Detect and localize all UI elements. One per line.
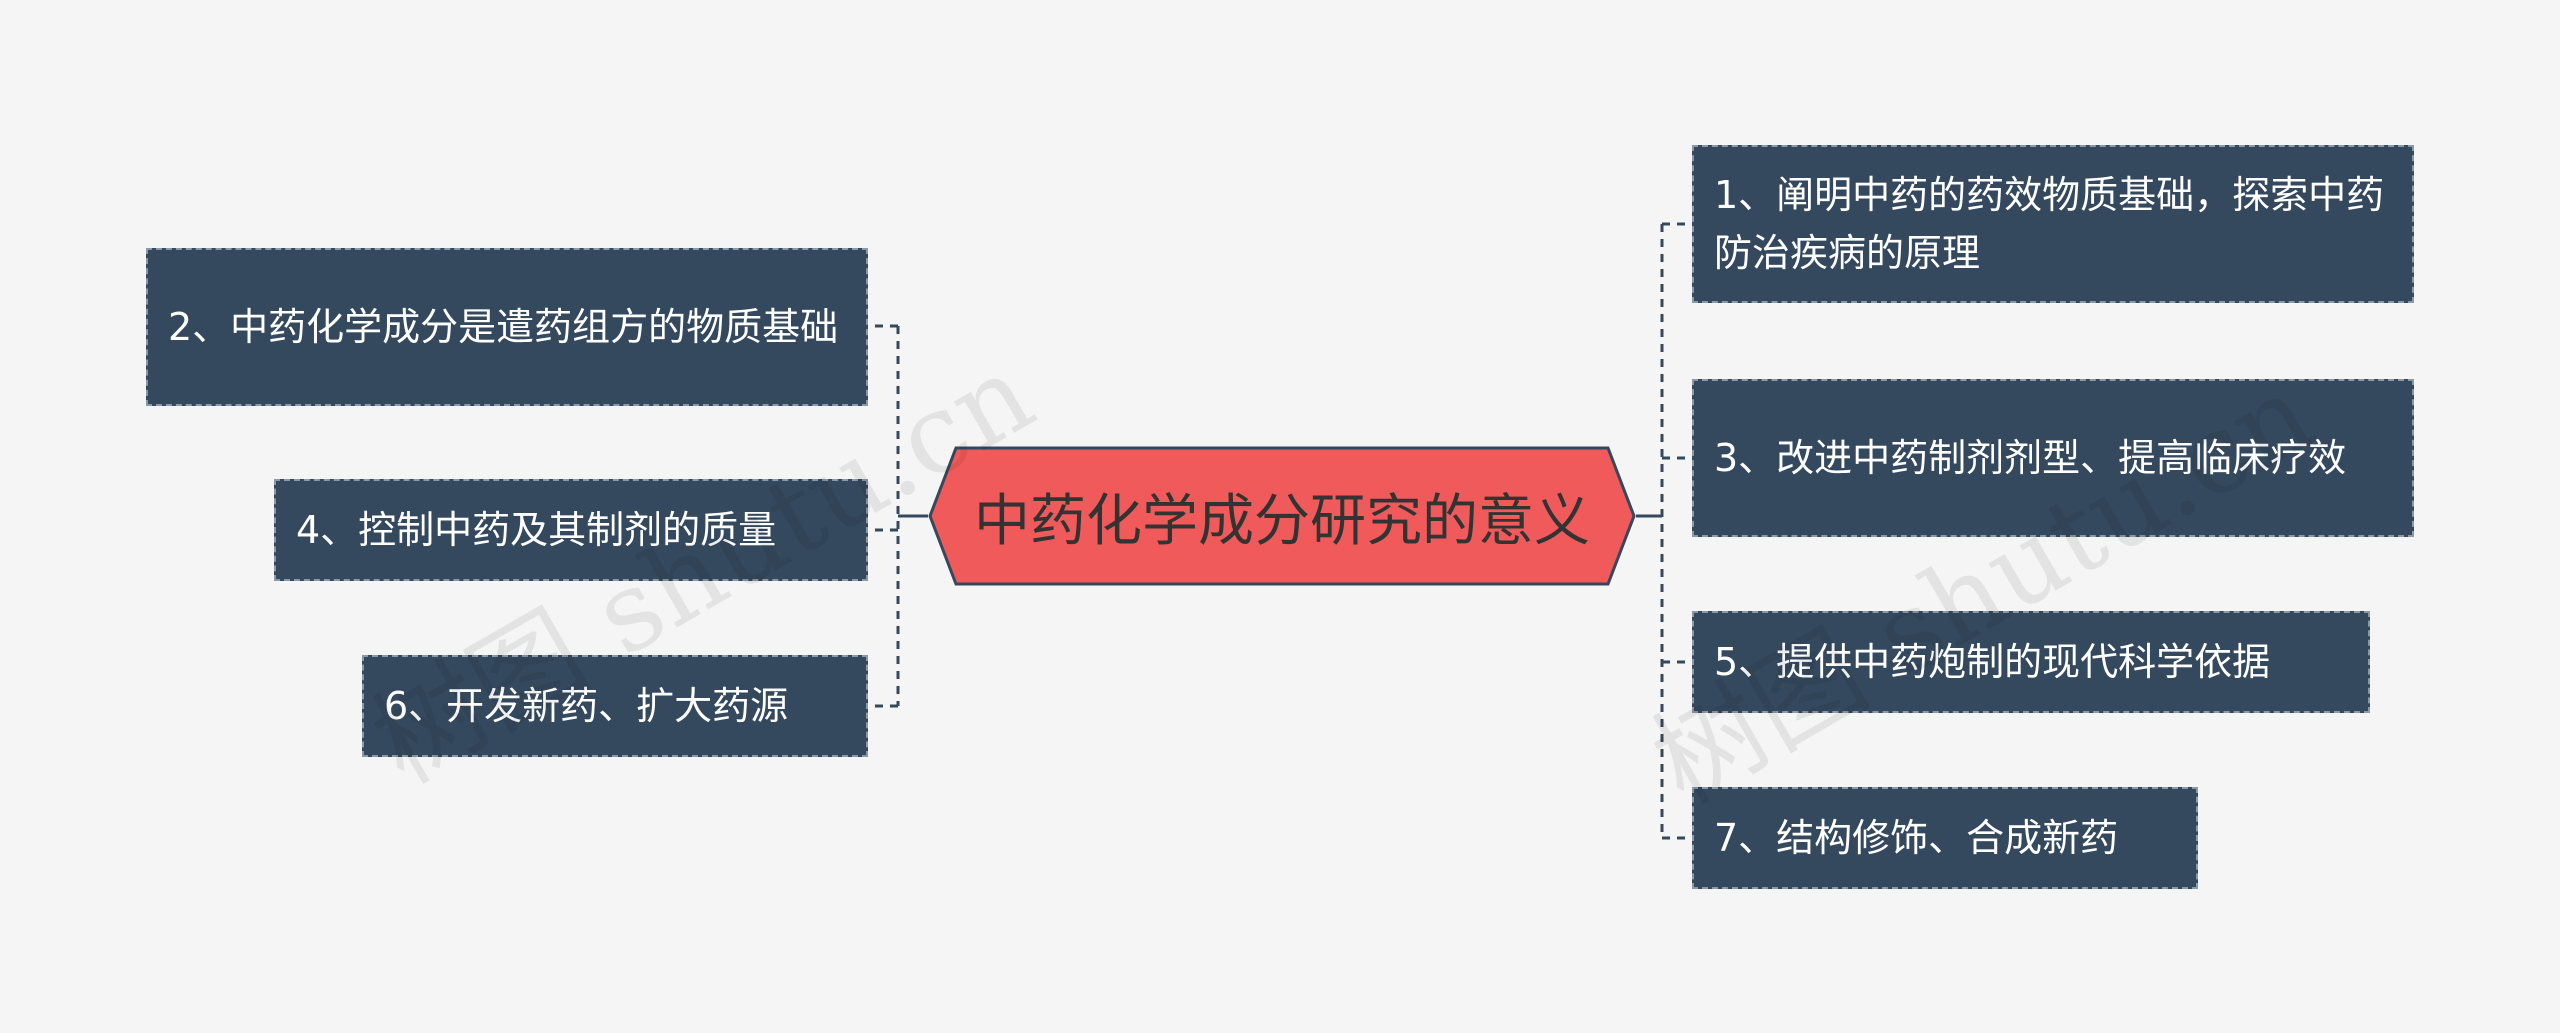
topic-node-label: 3、改进中药制剂剂型、提高临床疗效 [1714, 436, 2347, 480]
topic-node-label: 2、中药化学成分是遣药组方的物质基础 [168, 305, 839, 349]
central-topic-label: 中药化学成分研究的意义 [974, 488, 1590, 554]
topic-node-4[interactable]: 4、控制中药及其制剂的质量 [274, 479, 868, 581]
topic-node-2[interactable]: 2、中药化学成分是遣药组方的物质基础 [146, 248, 868, 406]
topic-node-3[interactable]: 3、改进中药制剂剂型、提高临床疗效 [1692, 379, 2414, 537]
topic-node-1[interactable]: 1、阐明中药的药效物质基础，探索中药防治疾病的原理 [1692, 145, 2414, 303]
topic-node-label: 6、开发新药、扩大药源 [384, 684, 789, 728]
topic-node-label: 4、控制中药及其制剂的质量 [296, 508, 777, 552]
topic-node-label: 5、提供中药炮制的现代科学依据 [1714, 640, 2271, 684]
central-topic-shape [928, 446, 1636, 586]
topic-node-6[interactable]: 6、开发新药、扩大药源 [362, 655, 868, 757]
topic-node-label: 7、结构修饰、合成新药 [1714, 816, 2119, 860]
topic-node-label: 1、阐明中药的药效物质基础，探索中药防治疾病的原理 [1714, 173, 2385, 275]
topic-node-7[interactable]: 7、结构修饰、合成新药 [1692, 787, 2198, 889]
central-topic[interactable]: 中药化学成分研究的意义 [928, 446, 1636, 586]
topic-node-5[interactable]: 5、提供中药炮制的现代科学依据 [1692, 611, 2370, 713]
